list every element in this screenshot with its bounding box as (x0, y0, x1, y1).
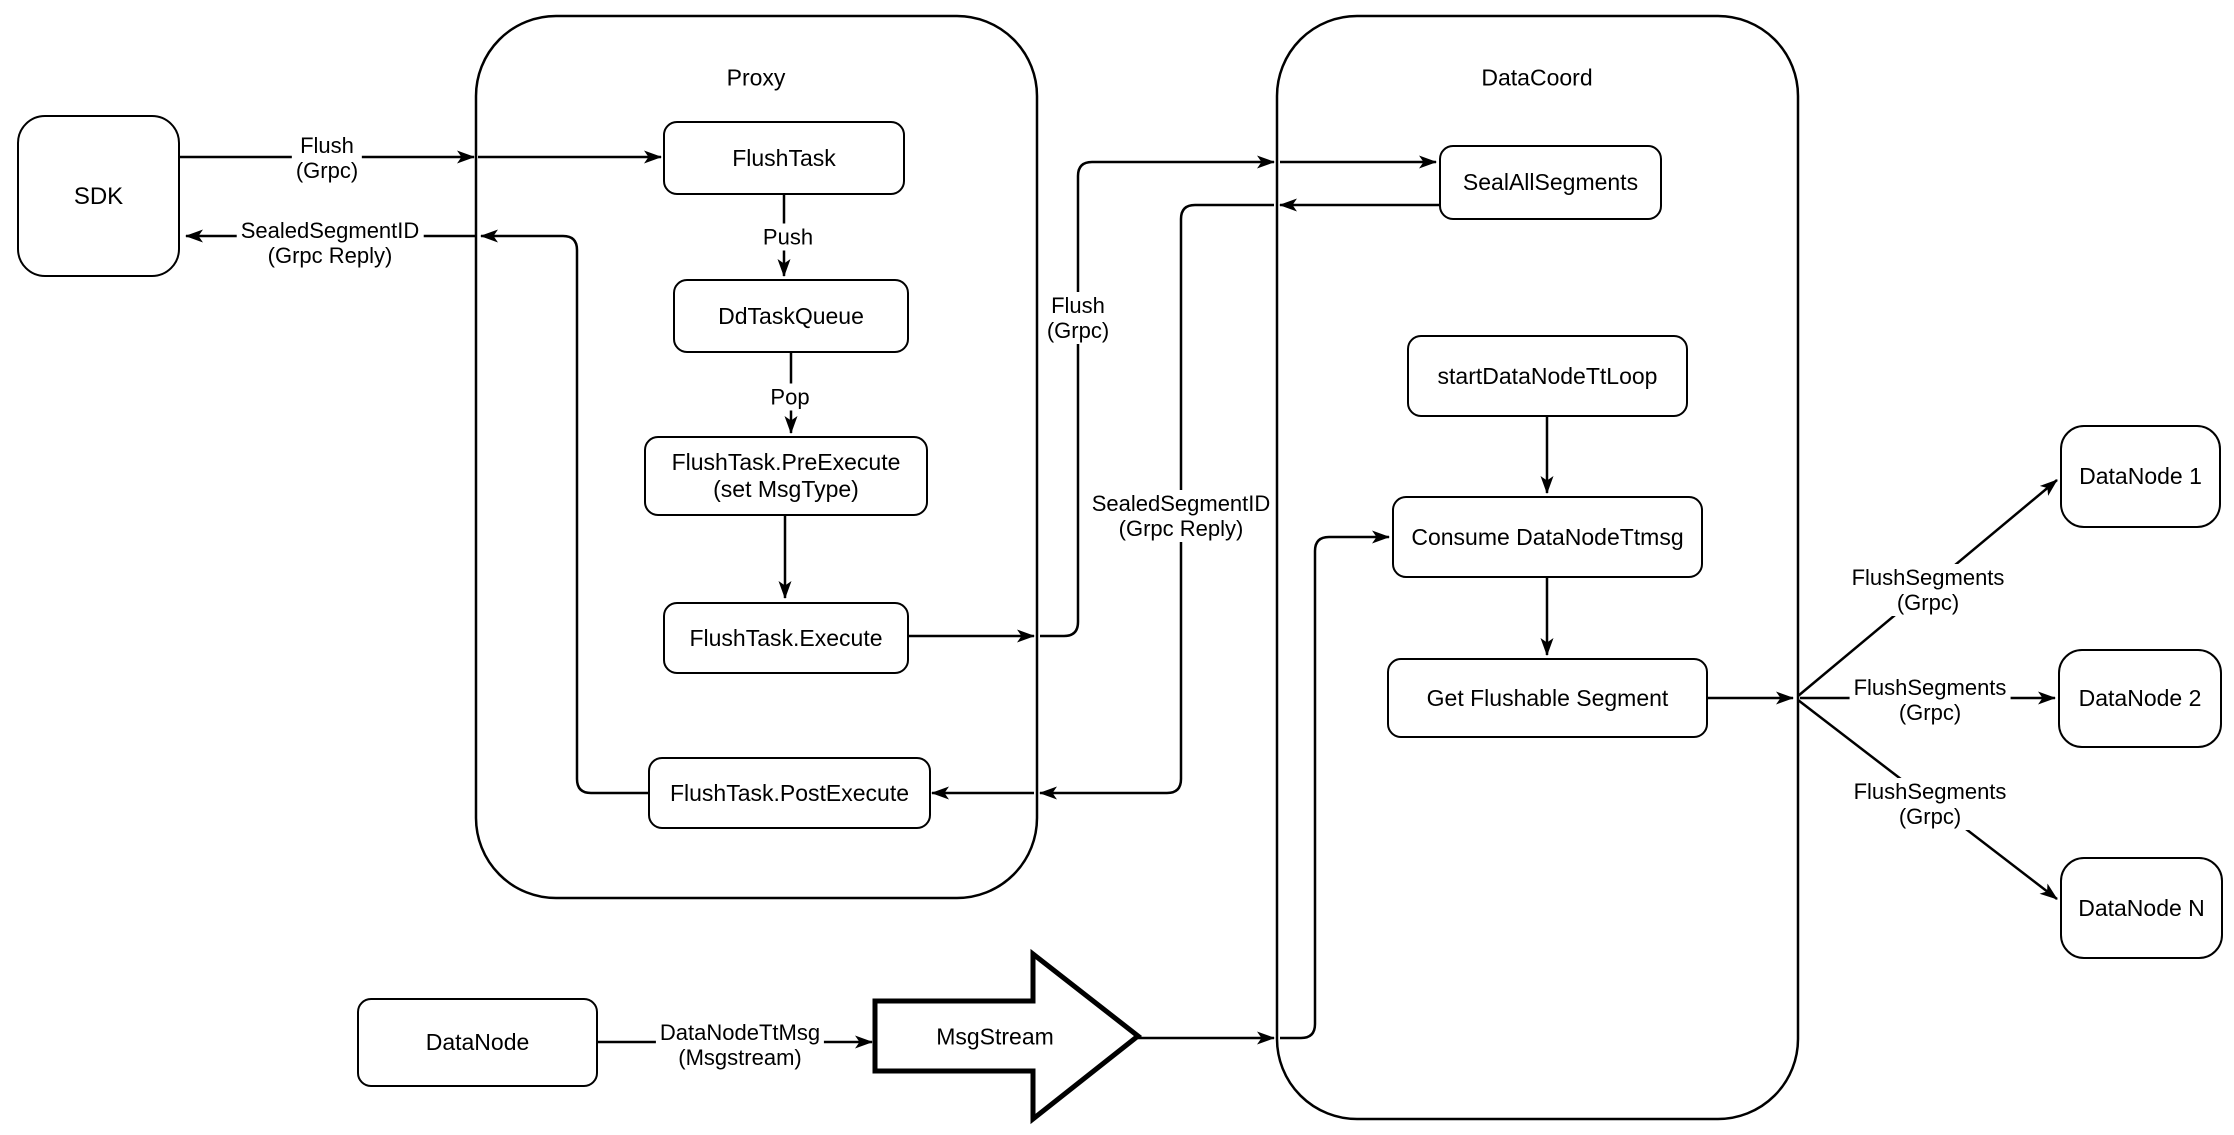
edge-label-line: DataNodeTtMsg (659, 1020, 821, 1045)
edge-label-sealedsegmentid-datacoord: SealedSegmentID (Grpc Reply) (1087, 490, 1275, 542)
node-consume-datanodettmsg: Consume DataNodeTtmsg (1392, 496, 1703, 578)
node-sdk-label: SDK (73, 182, 124, 210)
datacoord-container (1275, 14, 1800, 1121)
edge-label-line: FlushSegments (1853, 675, 2007, 700)
edge-label-flushsegments-n: FlushSegments (Grpc) (1849, 778, 2011, 830)
edge-postexecute-to-proxy-boundary (480, 229, 648, 795)
edge-label-line: (Grpc) (1046, 318, 1110, 343)
node-get-flushable-segment-label: Get Flushable Segment (1426, 684, 1669, 711)
edge-label-line: Push (762, 224, 814, 250)
node-flushtask-preexecute: FlushTask.PreExecute (set MsgType) (644, 436, 928, 516)
node-sealallsegments: SealAllSegments (1439, 145, 1662, 220)
node-flushtask-preexecute-label: FlushTask.PreExecute (671, 449, 901, 475)
node-datanode-2: DataNode 2 (2058, 649, 2222, 748)
proxy-container (474, 14, 1039, 900)
proxy-container-title: Proxy (726, 64, 786, 91)
edge-label-pop: Pop (766, 383, 814, 411)
edge-label-line: SealedSegmentID (240, 218, 420, 243)
edge-label-line: Pop (770, 384, 810, 410)
node-startdatanodettloop: startDataNodeTtLoop (1407, 335, 1688, 417)
edge-label-flushsegments-1: FlushSegments (Grpc) (1847, 564, 2009, 616)
node-get-flushable-segment: Get Flushable Segment (1387, 658, 1708, 738)
node-datanode-n: DataNode N (2060, 857, 2223, 959)
edge-label-flushsegments-2: FlushSegments (Grpc) (1849, 674, 2011, 726)
edge-flush-to-datacoord-boundary (1040, 155, 1275, 638)
edge-label-line: SealedSegmentID (1091, 491, 1271, 516)
node-datanode: DataNode (357, 998, 598, 1087)
edge-label-line: (Grpc) (295, 158, 359, 183)
node-datanode-1: DataNode 1 (2060, 425, 2221, 528)
edge-label-flush-grpc-datacoord: Flush (Grpc) (1042, 292, 1114, 344)
edge-label-datanodettmsg: DataNodeTtMsg (Msgstream) (655, 1019, 825, 1071)
node-flushtask-preexecute-sublabel: (set MsgType) (713, 476, 859, 502)
edge-label-line: Flush (300, 133, 354, 158)
datacoord-container-title: DataCoord (1481, 64, 1593, 91)
edge-datacoord-boundary-to-consume (1280, 530, 1390, 1040)
edge-label-flush-grpc-sdk: Flush (Grpc) (291, 132, 363, 184)
node-flushtask-execute-label: FlushTask.Execute (689, 624, 883, 651)
node-datanode-n-label: DataNode N (2078, 894, 2205, 921)
edge-label-line: (Msgstream) (678, 1045, 802, 1070)
node-sdk: SDK (17, 115, 180, 277)
node-ddtaskqueue: DdTaskQueue (673, 279, 909, 353)
node-datanode-2-label: DataNode 2 (2078, 685, 2202, 711)
edge-label-line: (Grpc) (1898, 700, 1962, 725)
edge-label-line: (Grpc Reply) (267, 243, 393, 268)
node-ddtaskqueue-label: DdTaskQueue (718, 302, 864, 329)
node-flushtask-execute: FlushTask.Execute (663, 602, 909, 674)
edge-label-line: (Grpc) (1896, 590, 1960, 615)
edge-label-sealedsegmentid-sdk: SealedSegmentID (Grpc Reply) (236, 217, 424, 269)
msgstream-label: MsgStream (936, 1023, 1054, 1050)
edge-label-line: FlushSegments (1853, 779, 2007, 804)
node-datanode-1-label: DataNode 1 (2079, 463, 2202, 489)
edge-label-line: FlushSegments (1851, 565, 2005, 590)
node-flushtask-postexecute-label: FlushTask.PostExecute (669, 779, 910, 806)
edge-label-line: (Grpc Reply) (1118, 516, 1244, 541)
node-flushtask: FlushTask (663, 121, 905, 195)
node-consume-datanodettmsg-label: Consume DataNodeTtmsg (1411, 523, 1684, 550)
edge-label-push: Push (758, 223, 818, 251)
node-flushtask-label: FlushTask (732, 144, 836, 171)
node-flushtask-postexecute: FlushTask.PostExecute (648, 757, 931, 829)
node-datanode-label: DataNode (425, 1029, 530, 1055)
edge-label-line: Flush (1051, 293, 1105, 318)
msgstream-block-arrow (872, 948, 1143, 1125)
edge-label-line: (Grpc) (1898, 804, 1962, 829)
node-startdatanodettloop-label: startDataNodeTtLoop (1437, 362, 1658, 389)
node-sealallsegments-label: SealAllSegments (1462, 169, 1639, 195)
